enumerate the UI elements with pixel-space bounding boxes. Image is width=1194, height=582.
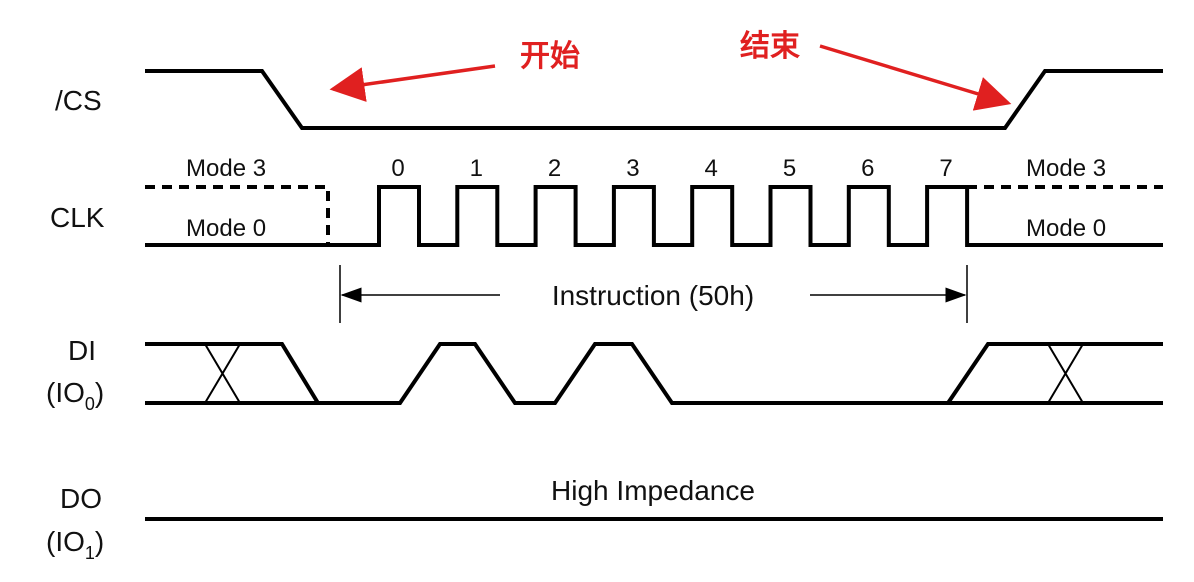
clk-edge-label: 5	[783, 155, 796, 182]
cs-waveform	[145, 69, 1163, 130]
start-arrow	[329, 64, 496, 102]
end-arrow	[819, 44, 1012, 111]
do-label: DO	[60, 483, 102, 514]
clk-edge-label: 6	[861, 155, 874, 182]
instruction-label: Instruction (50h)	[552, 280, 754, 311]
clk-edge-label: 0	[391, 155, 404, 182]
mode0-left-label: Mode 0	[186, 215, 266, 242]
mode3-right-label: Mode 3	[1026, 155, 1106, 182]
di-dontcare-right	[1047, 343, 1084, 404]
cs-label: /CS	[55, 85, 102, 116]
di-label: DI	[68, 335, 96, 366]
mode3-left-label: Mode 3	[186, 155, 266, 182]
clk-label: CLK	[50, 202, 105, 233]
clk-edge-label: 3	[626, 155, 639, 182]
end-annotation: 结束	[740, 29, 800, 64]
start-annotation: 开始	[520, 39, 580, 74]
clk-waveform	[145, 185, 1163, 247]
clk-edge-label: 7	[939, 155, 952, 182]
clk-edge-label: 2	[548, 155, 561, 182]
di-io-label: (IO0)	[46, 377, 104, 414]
high-impedance-label: High Impedance	[551, 475, 755, 506]
di-dontcare-left	[204, 343, 241, 404]
di-waveform-high	[145, 342, 1163, 405]
clk-edge-label: 1	[470, 155, 483, 182]
clk-mode3-left	[145, 185, 330, 245]
clk-edge-label: 4	[705, 155, 718, 182]
do-io-label: (IO1)	[46, 526, 104, 563]
mode0-right-label: Mode 0	[1026, 215, 1106, 242]
